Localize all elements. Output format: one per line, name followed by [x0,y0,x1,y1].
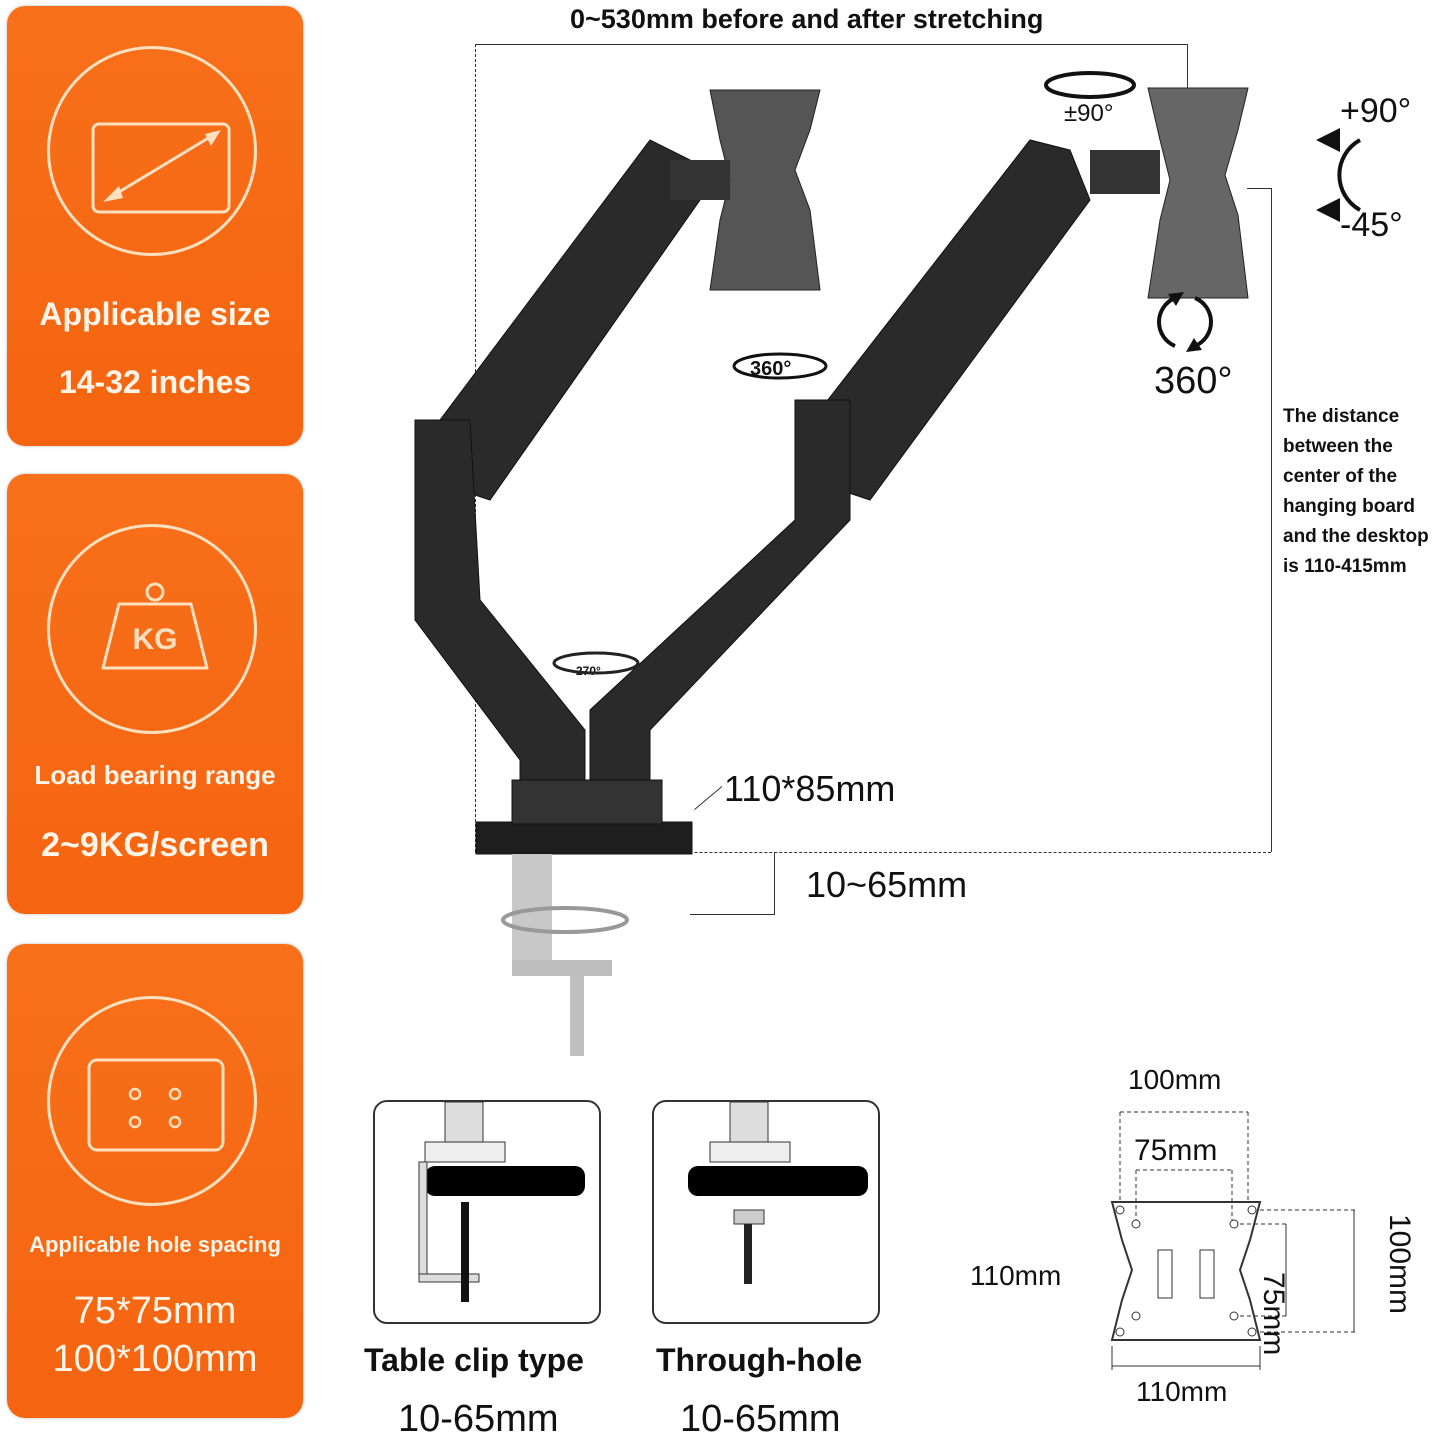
height-line [1271,188,1272,852]
right-arm-upper [809,139,1091,501]
base-swivel-arrow-icon [552,651,640,675]
swivel-arrow-icon [1044,71,1136,99]
right-arm-lower [589,399,851,801]
reach-label: 0~530mm before and after stretching [570,4,1044,34]
rotate-label: 360° [1154,360,1233,402]
base-swivel-label: 270° [576,664,601,678]
screen-diagonal-icon [91,122,231,214]
clamp-range-label: 10~65mm [806,864,968,905]
panel-value: 14-32 inches [58,364,252,400]
through-hole-icon [688,1102,868,1284]
vesa-plate-diagram [1110,1111,1358,1370]
icon-circle [47,46,257,256]
mount-type-range: 10-65mm [398,1398,559,1440]
table-clip-diagram [373,1100,601,1324]
table-clip-icon [418,1102,585,1302]
kg-weight-icon: KG [101,582,209,670]
arm-swivel-arrow-icon [732,352,828,380]
swivel-top-label: ±90° [1064,100,1114,127]
mount-type-range: 10-65mm [680,1398,841,1440]
reach-line [475,44,1187,45]
panel-label: Applicable size [39,296,271,332]
feature-panel-size: Applicable size 14-32 inches [7,6,303,446]
vesa-left: 110mm [970,1260,1062,1291]
vesa-right-inner: 75mm [1257,1272,1290,1356]
panel-value-2: 100*100mm [52,1338,258,1380]
height-note: The distance between the center of the h… [1283,406,1429,577]
tilt-arrow-icon [1316,128,1362,222]
mount-type-label: Table clip type [364,1342,584,1378]
tilt-plus-label: +90° [1340,92,1412,130]
kg-text: KG [133,623,178,656]
panel-label: Load bearing range [34,760,276,790]
panel-value-1: 75*75mm [73,1290,237,1332]
panel-value: 2~9KG/screen [41,826,269,864]
vesa-bottom: 110mm [1136,1376,1228,1407]
mount-type-label: Through-hole [656,1342,863,1378]
vesa-top-outer: 100mm [1128,1064,1222,1095]
tilt-minus-label: -45° [1340,206,1403,244]
icon-circle [47,524,257,734]
vesa-top-inner: 75mm [1134,1134,1218,1167]
vesa-plate-right [1147,87,1249,299]
through-hole-diagram [652,1100,880,1324]
feature-panel-load: KG Load bearing range 2~9KG/screen [7,474,303,914]
panel-label: Applicable hole spacing [29,1232,281,1257]
rotate-arrow-icon [1157,292,1213,352]
vesa-right-outer: 100mm [1383,1214,1416,1315]
icon-circle [47,996,257,1206]
base-size-label: 110*85mm [724,768,896,809]
feature-panel-holes: Applicable hole spacing 75*75mm 100*100m… [7,944,303,1418]
base-plate [475,821,693,855]
monitor-arm-image [414,87,1249,1056]
arm-swivel-label: 360° [750,358,792,380]
vesa-holes-icon [87,1058,225,1152]
